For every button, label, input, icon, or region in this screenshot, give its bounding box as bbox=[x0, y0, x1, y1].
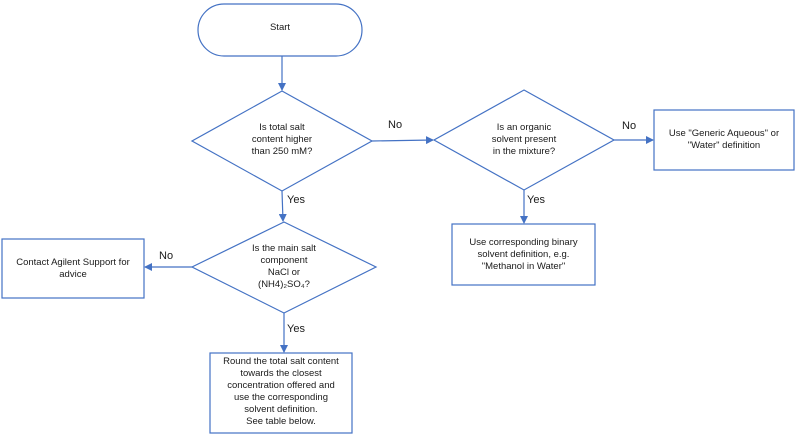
round-salt-line: solvent definition. bbox=[244, 404, 318, 415]
round-salt-line: Round the total salt content bbox=[223, 356, 339, 367]
main-salt-question-line: component bbox=[260, 255, 308, 266]
main-salt-question-label: Is the main salt component NaCl or (NH4)… bbox=[229, 243, 339, 291]
binary-solvent-line: solvent definition, e.g. bbox=[477, 249, 570, 260]
main-salt-question-line: (NH4)₂SO₄? bbox=[258, 279, 310, 290]
edge-label-salt-no: No bbox=[388, 119, 403, 131]
organic-question-label: Is an organic solvent present in the mix… bbox=[464, 122, 584, 158]
generic-aqueous-box bbox=[653, 109, 795, 171]
binary-solvent-label: Use corresponding binary solvent definit… bbox=[452, 237, 595, 273]
organic-question-line: in the mixture? bbox=[492, 146, 556, 157]
round-salt-line: use the corresponding bbox=[233, 392, 328, 403]
contact-support-label: Contact Agilent Support for advice bbox=[2, 257, 144, 281]
binary-solvent-box bbox=[451, 223, 596, 286]
main-salt-question-line: NaCl or bbox=[267, 267, 301, 278]
generic-aqueous-label: Use "Generic Aqueous" or "Water" definit… bbox=[654, 128, 794, 152]
binary-solvent-line: "Methanol in Water" bbox=[481, 261, 566, 272]
edge-label-organic-no: No bbox=[622, 120, 637, 132]
salt-question-line: content higher bbox=[251, 134, 313, 145]
start-text: Start bbox=[269, 22, 291, 33]
start-terminal bbox=[197, 3, 363, 57]
edge-label-organic-yes: Yes bbox=[527, 194, 545, 206]
start-label: Start bbox=[198, 22, 362, 34]
generic-aqueous-line: "Water" definition bbox=[687, 140, 761, 151]
round-salt-line: towards the closest bbox=[240, 368, 322, 379]
organic-question-line: Is an organic bbox=[496, 122, 552, 133]
generic-aqueous-line: Use "Generic Aqueous" or bbox=[668, 128, 780, 139]
salt-question-line: Is total salt bbox=[259, 122, 305, 133]
salt-question-label: Is total salt content higher than 250 mM… bbox=[222, 122, 342, 158]
binary-solvent-line: Use corresponding binary bbox=[469, 237, 578, 248]
round-salt-line: See table below. bbox=[246, 416, 316, 427]
connector-salt-yes bbox=[278, 190, 287, 222]
round-salt-box bbox=[209, 352, 353, 434]
edge-label-main-salt-no: No bbox=[159, 250, 174, 262]
edge-label-salt-yes: Yes bbox=[287, 194, 305, 206]
contact-support-box bbox=[1, 238, 145, 299]
main-salt-question-line: Is the main salt bbox=[252, 243, 316, 254]
round-salt-line: concentration offered and bbox=[227, 380, 335, 391]
salt-question-line: than 250 mM? bbox=[251, 146, 313, 157]
organic-question-line: solvent present bbox=[491, 134, 557, 145]
edge-label-main-salt-yes: Yes bbox=[287, 323, 305, 335]
contact-support-line: advice bbox=[59, 269, 87, 280]
connector-salt-no bbox=[371, 136, 434, 145]
contact-support-line: Contact Agilent Support for bbox=[16, 257, 130, 268]
round-salt-label: Round the total salt content towards the… bbox=[210, 356, 352, 428]
